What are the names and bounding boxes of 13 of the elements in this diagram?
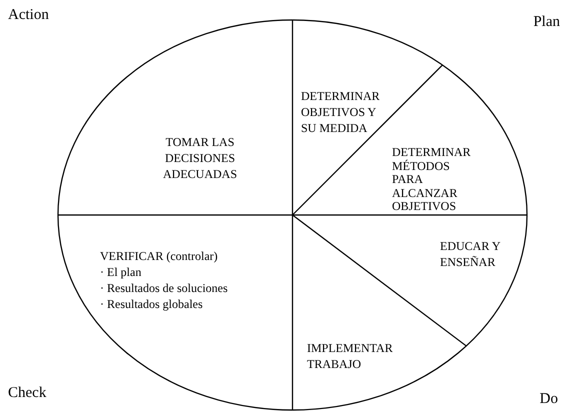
sector-text: TOMAR LAS DECISIONES ADECUADAS xyxy=(162,134,238,182)
sector-text: VERIFICAR (controlar) xyxy=(100,248,219,264)
sector-text: DETERMINAR OBJETIVOS Y SU MEDIDA xyxy=(301,88,381,136)
corner-label: Check xyxy=(8,385,46,402)
corner-label: Plan xyxy=(533,14,560,31)
corner-label: Action xyxy=(8,7,49,24)
bullet-item: · Resultados de soluciones xyxy=(100,280,229,296)
sector-text: DETERMINAR MÉTODOS PARA ALCANZAR OBJETIVOS xyxy=(392,146,471,214)
sector-text: IMPLEMENTAR TRABAJO xyxy=(307,340,393,372)
corner-label: Do xyxy=(540,391,558,408)
sector-text: EDUCAR Y ENSEÑAR xyxy=(440,238,502,270)
bullet-item: · Resultados globales xyxy=(100,296,204,312)
bullet-item: · El plan xyxy=(100,264,142,280)
